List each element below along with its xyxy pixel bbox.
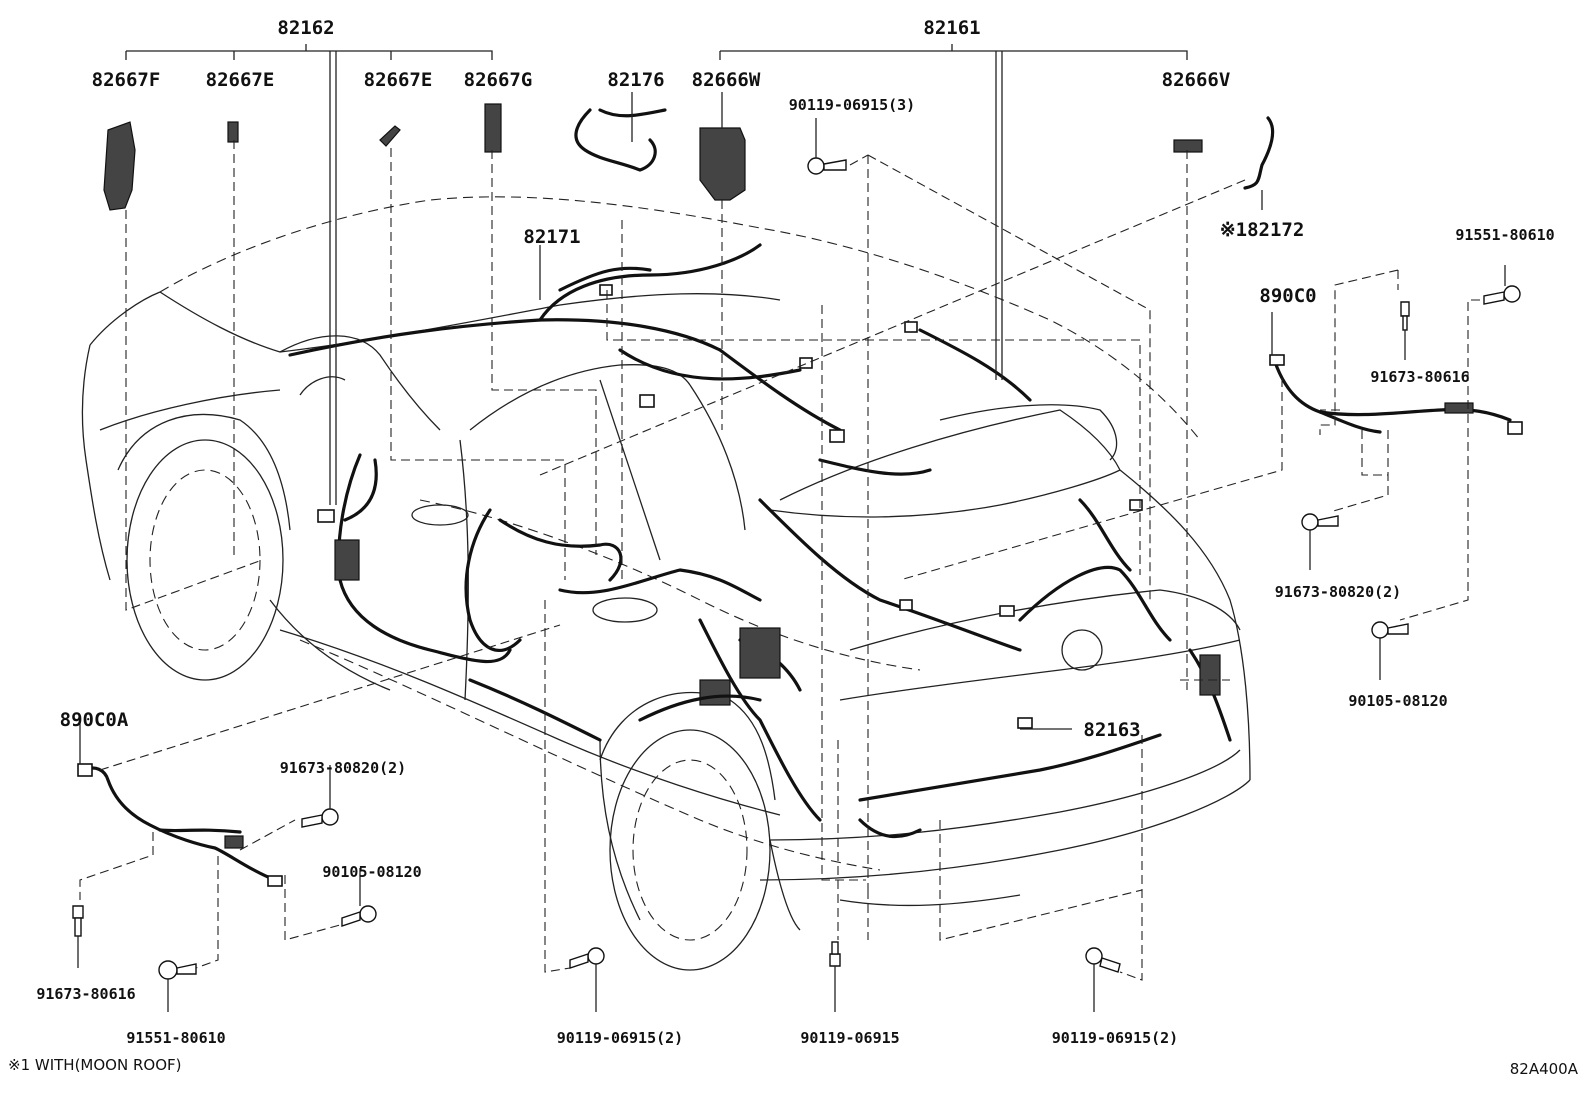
part-label-91551-80610: 91551-80610 (126, 1029, 225, 1047)
part-label-90119-06915-2: 90119-06915(2) (557, 1029, 683, 1047)
left-side-parts (72, 763, 377, 980)
part-label-82172: ※182172 (1220, 219, 1305, 241)
part-label-91673-80820-2: 91673-80820(2) (1275, 583, 1401, 601)
bolt-icon (1301, 513, 1339, 531)
bolt-icon (807, 157, 847, 175)
part-label-91673-80820-2: 91673-80820(2) (280, 759, 406, 777)
part-label-82667E: 82667E (364, 69, 433, 91)
bolt-icon (569, 947, 605, 969)
part-label-82666W: 82666W (692, 69, 761, 91)
part-label-82667F: 82667F (92, 69, 161, 91)
part-label-890C0A: 890C0A (60, 709, 129, 731)
part-label-82176: 82176 (607, 69, 664, 91)
bolt-icon (1483, 285, 1521, 305)
part-label-82162: 82162 (277, 17, 334, 39)
bolt-icon (829, 941, 841, 967)
bolt-icon (341, 905, 377, 927)
part-label-91673-80616: 91673-80616 (36, 985, 135, 1003)
bottom-bolts (569, 941, 1121, 973)
bolt-icon (158, 960, 197, 980)
part-label-82667G: 82667G (464, 69, 533, 91)
bolt-icon (72, 905, 84, 937)
wiring-harnesses (288, 243, 1232, 839)
bolt-icon (301, 808, 339, 828)
part-label-91551-80610: 91551-80610 (1455, 226, 1554, 244)
part-label-90119-06915-3: 90119-06915(3) (789, 96, 915, 114)
part-labels: 82162 82161 82667F 82667E 82667E 82667G … (36, 17, 1554, 1047)
right-side-parts (1269, 285, 1523, 639)
top-parts (103, 103, 1275, 211)
diagram-code: 82A400A (1510, 1060, 1579, 1078)
part-label-90105-08120: 90105-08120 (1348, 692, 1447, 710)
part-label-82667E: 82667E (206, 69, 275, 91)
bolt-icon (1085, 947, 1121, 973)
part-label-82666V: 82666V (1162, 69, 1231, 91)
part-label-82161: 82161 (923, 17, 980, 39)
part-label-90105-08120: 90105-08120 (322, 863, 421, 881)
part-label-890C0: 890C0 (1259, 285, 1316, 307)
vehicle-body-outline (81, 196, 1251, 971)
dashed-assembly-lines (79, 140, 1480, 981)
bolt-icon (1371, 621, 1409, 639)
part-label-82163: 82163 (1083, 719, 1140, 741)
part-label-91673-80616: 91673-80616 (1370, 368, 1469, 386)
part-label-82171: 82171 (523, 226, 580, 248)
part-label-90119-06915: 90119-06915 (800, 1029, 899, 1047)
footnote: ※1 WITH(MOON ROOF) (8, 1056, 182, 1074)
part-label-90119-06915-2: 90119-06915(2) (1052, 1029, 1178, 1047)
bolt-icon (1400, 301, 1410, 331)
leader-lines (77, 44, 1506, 1012)
